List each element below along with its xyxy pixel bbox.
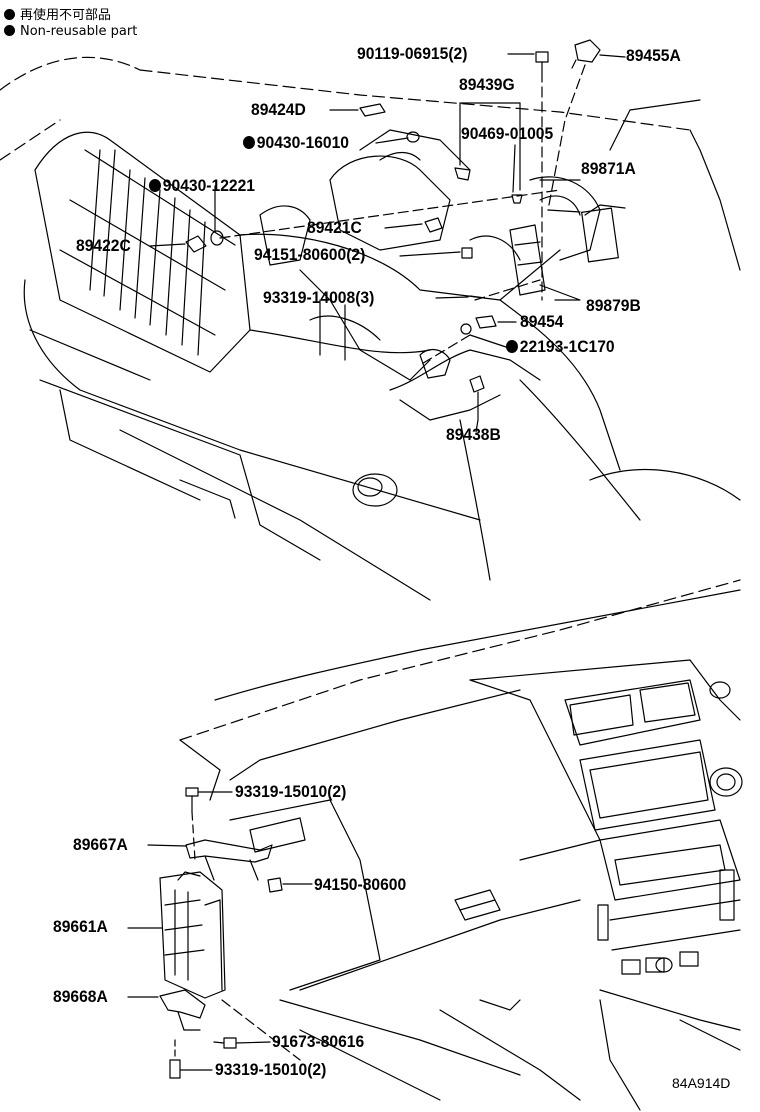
- part-number: 93319-15010(2): [215, 1060, 327, 1079]
- part-number: 89424D: [251, 100, 306, 119]
- non-reusable-dot-icon: [506, 340, 518, 353]
- part-number: 91673-80616: [272, 1032, 365, 1051]
- part-label-90469[interactable]: 90469-01005: [461, 124, 553, 144]
- part-label-89879B[interactable]: 89879B: [586, 296, 641, 316]
- part-number: 90119-06915(2): [357, 44, 468, 63]
- part-label-89422C[interactable]: 89422C: [76, 236, 131, 256]
- part-label-89871A[interactable]: 89871A: [581, 159, 636, 179]
- part-label-90119[interactable]: 90119-06915(2): [357, 44, 467, 64]
- non-reusable-dot-icon: [149, 179, 161, 192]
- dashboard-illustration: [179, 579, 743, 1111]
- non-reusable-dot-icon: [243, 136, 255, 149]
- legend-jp-text: 再使用不可部品: [20, 8, 112, 23]
- part-number: 89454: [520, 312, 564, 331]
- vehicle-front-illustration: [0, 56, 741, 601]
- part-label-94151[interactable]: 94151-80600(2): [254, 245, 365, 265]
- part-number: 89439G: [459, 75, 515, 94]
- part-label-89454[interactable]: 89454: [520, 312, 563, 332]
- lower-leader-lines: [127, 791, 313, 1071]
- part-number: 93319-15010(2): [235, 782, 347, 801]
- part-label-93319-14008[interactable]: 93319-14008(3): [263, 288, 374, 308]
- part-number: 89661A: [53, 917, 108, 936]
- part-label-89439G[interactable]: 89439G: [459, 75, 515, 95]
- part-number: 94150-80600: [314, 875, 407, 894]
- part-number: 89438B: [446, 425, 501, 444]
- part-number: 89421C: [307, 218, 362, 237]
- diagram-code: 84A914D: [672, 1075, 731, 1091]
- part-number: 89455A: [626, 46, 681, 65]
- part-number: 90469-01005: [461, 124, 554, 143]
- part-label-22193[interactable]: 22193-1C170: [506, 337, 615, 357]
- part-label-93319-15010-top[interactable]: 93319-15010(2): [235, 782, 346, 802]
- part-number: 89667A: [73, 835, 128, 854]
- part-number: 93319-14008(3): [263, 288, 375, 307]
- upper-small-parts: [185, 39, 601, 393]
- part-label-90430-16010[interactable]: 90430-16010: [243, 133, 349, 153]
- part-number: 89668A: [53, 987, 108, 1006]
- part-label-93319-15010-bottom[interactable]: 93319-15010(2): [215, 1060, 326, 1080]
- part-label-91673[interactable]: 91673-80616: [272, 1032, 364, 1052]
- legend-jp: 再使用不可部品: [4, 4, 111, 23]
- part-label-94150[interactable]: 94150-80600: [314, 875, 406, 895]
- non-reusable-dot-icon: [4, 25, 15, 36]
- part-number: 89879B: [586, 296, 641, 315]
- part-number: 90430-12221: [162, 176, 256, 195]
- non-reusable-dot-icon: [4, 9, 15, 20]
- part-number: 90430-16010: [256, 133, 350, 152]
- part-label-89668A[interactable]: 89668A: [53, 987, 108, 1007]
- part-number: 94151-80600(2): [254, 245, 366, 264]
- lower-parts: [159, 787, 283, 1079]
- legend-en: Non-reusable part: [4, 24, 137, 39]
- part-label-89661A[interactable]: 89661A: [53, 917, 108, 937]
- part-label-89455A[interactable]: 89455A: [626, 46, 681, 66]
- part-label-89438B[interactable]: 89438B: [446, 425, 501, 445]
- part-label-90430-12221[interactable]: 90430-12221: [149, 176, 255, 196]
- legend-en-text: Non-reusable part: [20, 24, 138, 39]
- part-number: 22193-1C170: [519, 337, 615, 356]
- part-number: 89871A: [581, 159, 636, 178]
- part-label-89421C[interactable]: 89421C: [307, 218, 362, 238]
- part-number: 89422C: [76, 236, 131, 255]
- upper-leader-lines: [149, 53, 626, 433]
- part-label-89667A[interactable]: 89667A: [73, 835, 128, 855]
- part-label-89424D[interactable]: 89424D: [251, 100, 306, 120]
